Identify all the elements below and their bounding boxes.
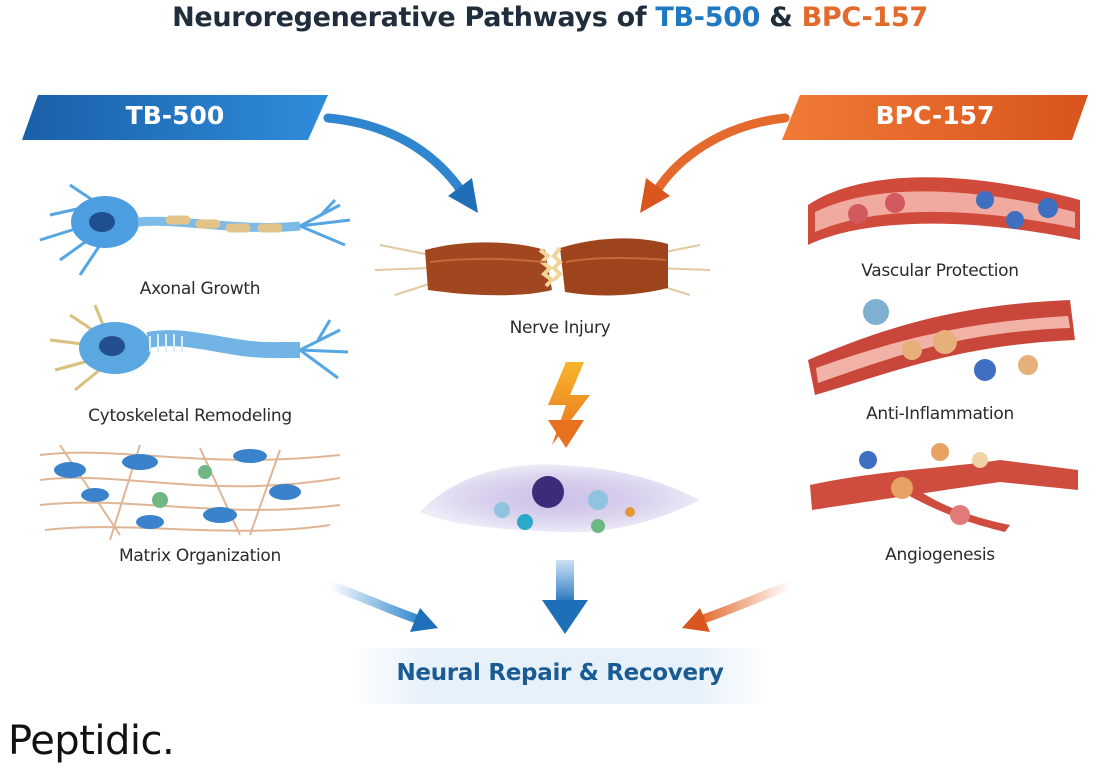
arrow-to-recovery <box>556 560 574 604</box>
neuron-icon <box>49 304 349 392</box>
label-nerve-injury: Nerve Injury <box>509 318 611 338</box>
label-angiogenesis: Angiogenesis <box>885 545 995 565</box>
nerve-injury-icon <box>374 238 711 296</box>
arrow-head-icon <box>410 608 438 632</box>
title-joiner: & <box>760 2 802 33</box>
blood-vessel-icon <box>810 443 1078 532</box>
page-title: Neuroregenerative Pathways of TB-500 & B… <box>0 2 1100 33</box>
arrow-bpc157-to-recovery <box>695 580 795 625</box>
title-tb500: TB-500 <box>655 2 761 33</box>
outcome-label: Neural Repair & Recovery <box>396 660 724 686</box>
bpc157-banner-shape <box>782 95 1088 140</box>
blood-vessel-icon <box>808 299 1075 395</box>
label-cytoskeletal-remodeling: Cytoskeletal Remodeling <box>88 406 292 426</box>
label-vascular-protection: Vascular Protection <box>861 261 1019 281</box>
brand-logo: Peptidic. <box>8 718 175 764</box>
arrow-bpc157-to-injury <box>651 113 790 197</box>
label-anti-inflammation: Anti-Inflammation <box>866 404 1014 424</box>
title-bpc157: BPC-157 <box>801 2 929 33</box>
label-matrix-organization: Matrix Organization <box>119 546 281 566</box>
tb500-banner-shape <box>22 95 328 140</box>
arrow-tb500-to-injury <box>323 113 467 197</box>
tb500-banner: TB-500 <box>125 101 225 130</box>
arrow-head-icon <box>448 178 478 213</box>
blood-vessel-icon <box>808 177 1080 245</box>
matrix-fibers-icon <box>39 444 341 541</box>
title-prefix: Neuroregenerative Pathways of <box>172 2 656 33</box>
arrow-head-icon <box>548 420 584 448</box>
arrow-head-icon <box>682 608 710 632</box>
arrow-head-icon <box>542 600 588 634</box>
neuron-icon <box>39 183 351 276</box>
arrow-head-icon <box>640 178 670 213</box>
label-axonal-growth: Axonal Growth <box>139 279 261 299</box>
outcome-box <box>350 648 770 704</box>
bpc157-banner: BPC-157 <box>875 101 995 130</box>
arrow-tb500-to-recovery <box>325 580 425 625</box>
lightning-bolt-icon <box>548 362 590 445</box>
repair-cell-icon <box>420 464 700 533</box>
